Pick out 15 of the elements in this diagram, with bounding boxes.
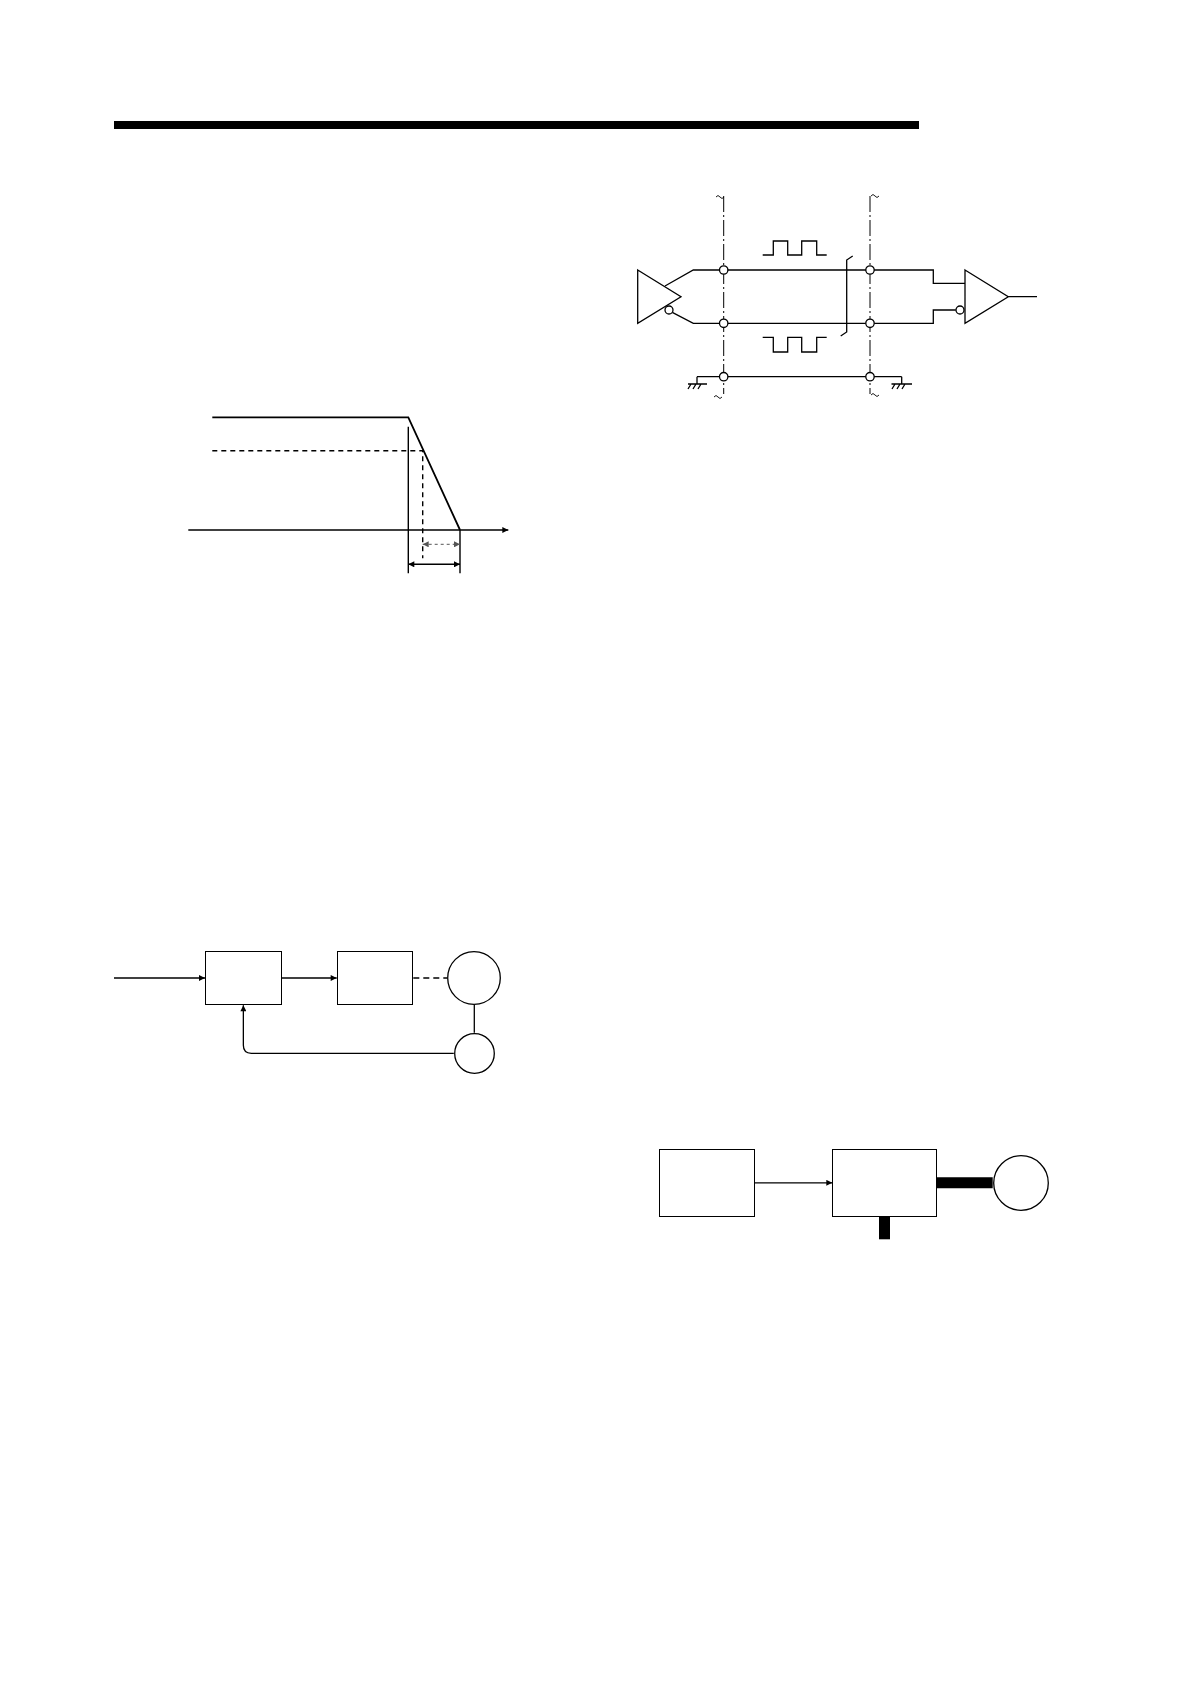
block-box: [205, 950, 282, 1006]
block-box: [336, 950, 414, 1006]
arrow: [281, 975, 338, 981]
connector-line: [473, 1004, 475, 1034]
dashed-line: [412, 977, 448, 979]
circle-symbol: [447, 951, 502, 1005]
block-box: [832, 1149, 937, 1217]
circle-symbol: [992, 1154, 1049, 1211]
arrow: [113, 975, 206, 981]
block-box: [659, 1149, 755, 1217]
arrow: [240, 1004, 455, 1054]
circle-symbol: [453, 1032, 495, 1074]
arrow: [754, 1179, 833, 1186]
thick-bar: [879, 1216, 890, 1240]
thick-bar: [936, 1177, 993, 1189]
